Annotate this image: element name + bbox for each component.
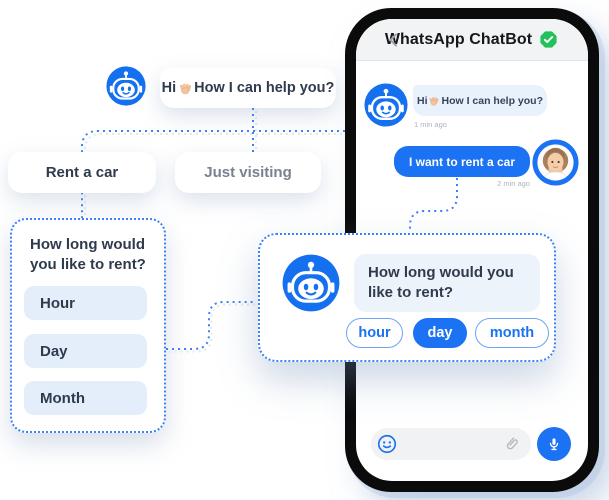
duration-card-title: How long would you like to rent? bbox=[30, 236, 146, 274]
quick-reply-day[interactable]: day bbox=[413, 318, 467, 348]
wave-emoji-icon bbox=[178, 81, 193, 96]
greeting-text-pre: Hi bbox=[161, 80, 177, 96]
quick-reply-month[interactable]: month bbox=[475, 318, 549, 348]
user-message-bubble: I want to rent a car bbox=[394, 146, 530, 177]
emoji-smiley-icon[interactable] bbox=[376, 433, 398, 455]
mic-button[interactable] bbox=[537, 427, 571, 461]
chat-title: WhatsApp ChatBot bbox=[384, 30, 533, 48]
greeting-text-post: How I can help you? bbox=[194, 80, 335, 96]
chat-header: WhatsApp ChatBot bbox=[356, 19, 588, 61]
duration-option-month[interactable]: Month bbox=[24, 381, 147, 415]
back-chevron-icon[interactable] bbox=[386, 32, 402, 48]
flow-greeting-bubble: Hi How I can help you? bbox=[160, 68, 336, 108]
bot-message-pre: Hi bbox=[416, 94, 428, 107]
bot-message-bubble: Hi How I can help you? bbox=[413, 85, 547, 116]
flow-option-rent-a-car[interactable]: Rent a car bbox=[8, 152, 156, 193]
message-input[interactable] bbox=[371, 428, 531, 460]
bot-message-timestamp: 1 min ago bbox=[414, 120, 447, 129]
duration-option-day[interactable]: Day bbox=[24, 334, 147, 368]
bot-avatar-icon bbox=[364, 83, 408, 127]
bot-message-post: How I can help you? bbox=[441, 94, 543, 107]
wave-emoji-icon bbox=[428, 95, 440, 107]
user-avatar bbox=[532, 139, 579, 186]
quick-reply-question: How long would you like to rent? bbox=[354, 254, 540, 312]
user-message-timestamp: 2 min ago bbox=[497, 179, 530, 188]
verified-badge-icon bbox=[540, 31, 557, 48]
bot-avatar-icon bbox=[106, 66, 146, 106]
bot-avatar-icon bbox=[282, 254, 340, 312]
flow-duration-card: How long would you like to rent? Hour Da… bbox=[10, 218, 166, 433]
flow-option-just-visiting[interactable]: Just visiting bbox=[175, 152, 321, 193]
mic-icon bbox=[549, 438, 559, 451]
paperclip-icon[interactable] bbox=[502, 434, 522, 454]
quick-reply-card: How long would you like to rent? hour da… bbox=[258, 233, 556, 362]
duration-option-hour[interactable]: Hour bbox=[24, 286, 147, 320]
quick-reply-hour[interactable]: hour bbox=[346, 318, 403, 348]
